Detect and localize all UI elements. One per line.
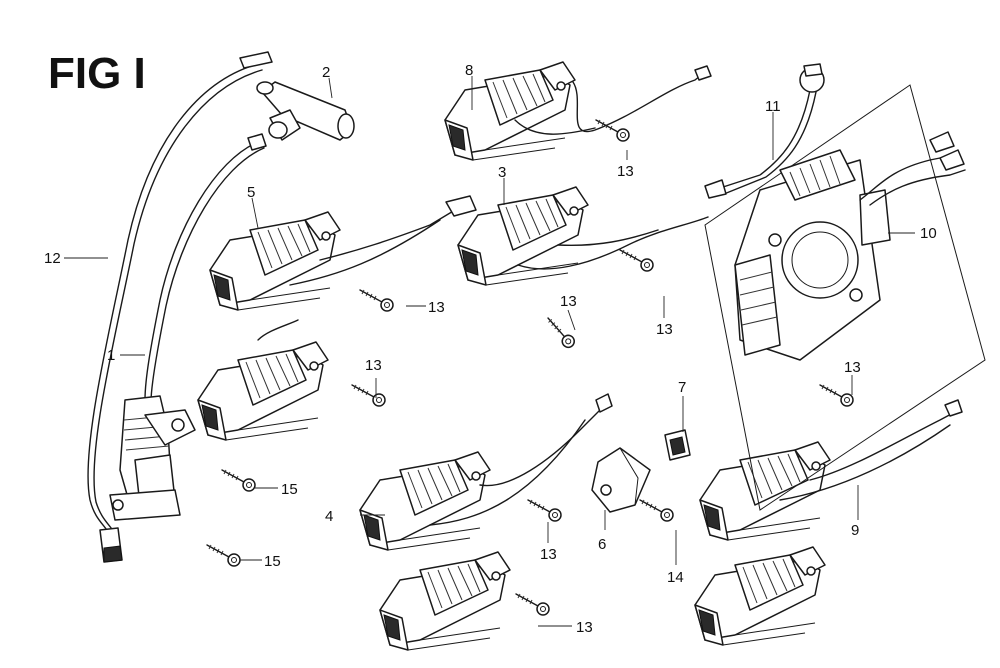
- part-12-cable: [87, 51, 273, 563]
- callout-15b: 15: [264, 553, 281, 570]
- callouts: 2 8 13 3 11 5 10 12 13 13 13 1 13 13 7 1…: [44, 62, 937, 636]
- callout-12: 12: [44, 250, 61, 267]
- callout-15a: 15: [281, 481, 298, 498]
- coil-unit-right-lower: [694, 546, 826, 646]
- callout-11: 11: [765, 98, 781, 115]
- part-3-coil: [457, 186, 709, 286]
- callout-14: 14: [667, 569, 684, 586]
- part-1-cable-assembly: [109, 133, 267, 521]
- part-6-bracket: [591, 447, 651, 513]
- callout-13c: 13: [560, 293, 577, 310]
- callout-13h: 13: [576, 619, 593, 636]
- callout-5: 5: [247, 184, 255, 201]
- part-8-coil: [444, 61, 712, 161]
- callout-7: 7: [678, 379, 686, 396]
- callout-13e: 13: [365, 357, 382, 374]
- callout-13d: 13: [656, 321, 673, 338]
- callout-13g: 13: [540, 546, 557, 563]
- callout-13a: 13: [617, 163, 634, 180]
- callout-13f: 13: [844, 359, 861, 376]
- callout-4: 4: [325, 508, 333, 525]
- part-5-coil: [209, 195, 477, 311]
- part-4-coil: [359, 393, 613, 551]
- part-7-clip: [664, 429, 691, 461]
- callout-2: 2: [322, 64, 330, 81]
- callout-13b: 13: [428, 299, 445, 316]
- callout-6: 6: [598, 536, 606, 553]
- coil-unit-lower: [379, 551, 511, 651]
- part-10-stator: [704, 84, 986, 511]
- callout-8: 8: [465, 62, 473, 79]
- part-11-lead: [704, 63, 825, 199]
- leader-lines: [64, 76, 915, 627]
- callout-1: 1: [107, 347, 115, 364]
- callout-10: 10: [920, 225, 937, 242]
- coil-unit-left: [197, 319, 329, 441]
- callout-3: 3: [498, 164, 506, 181]
- part-9-coil: [699, 399, 963, 541]
- callout-9: 9: [851, 522, 859, 539]
- part-2-plug-cap: [256, 81, 355, 141]
- figure-title: FIG I: [48, 49, 146, 98]
